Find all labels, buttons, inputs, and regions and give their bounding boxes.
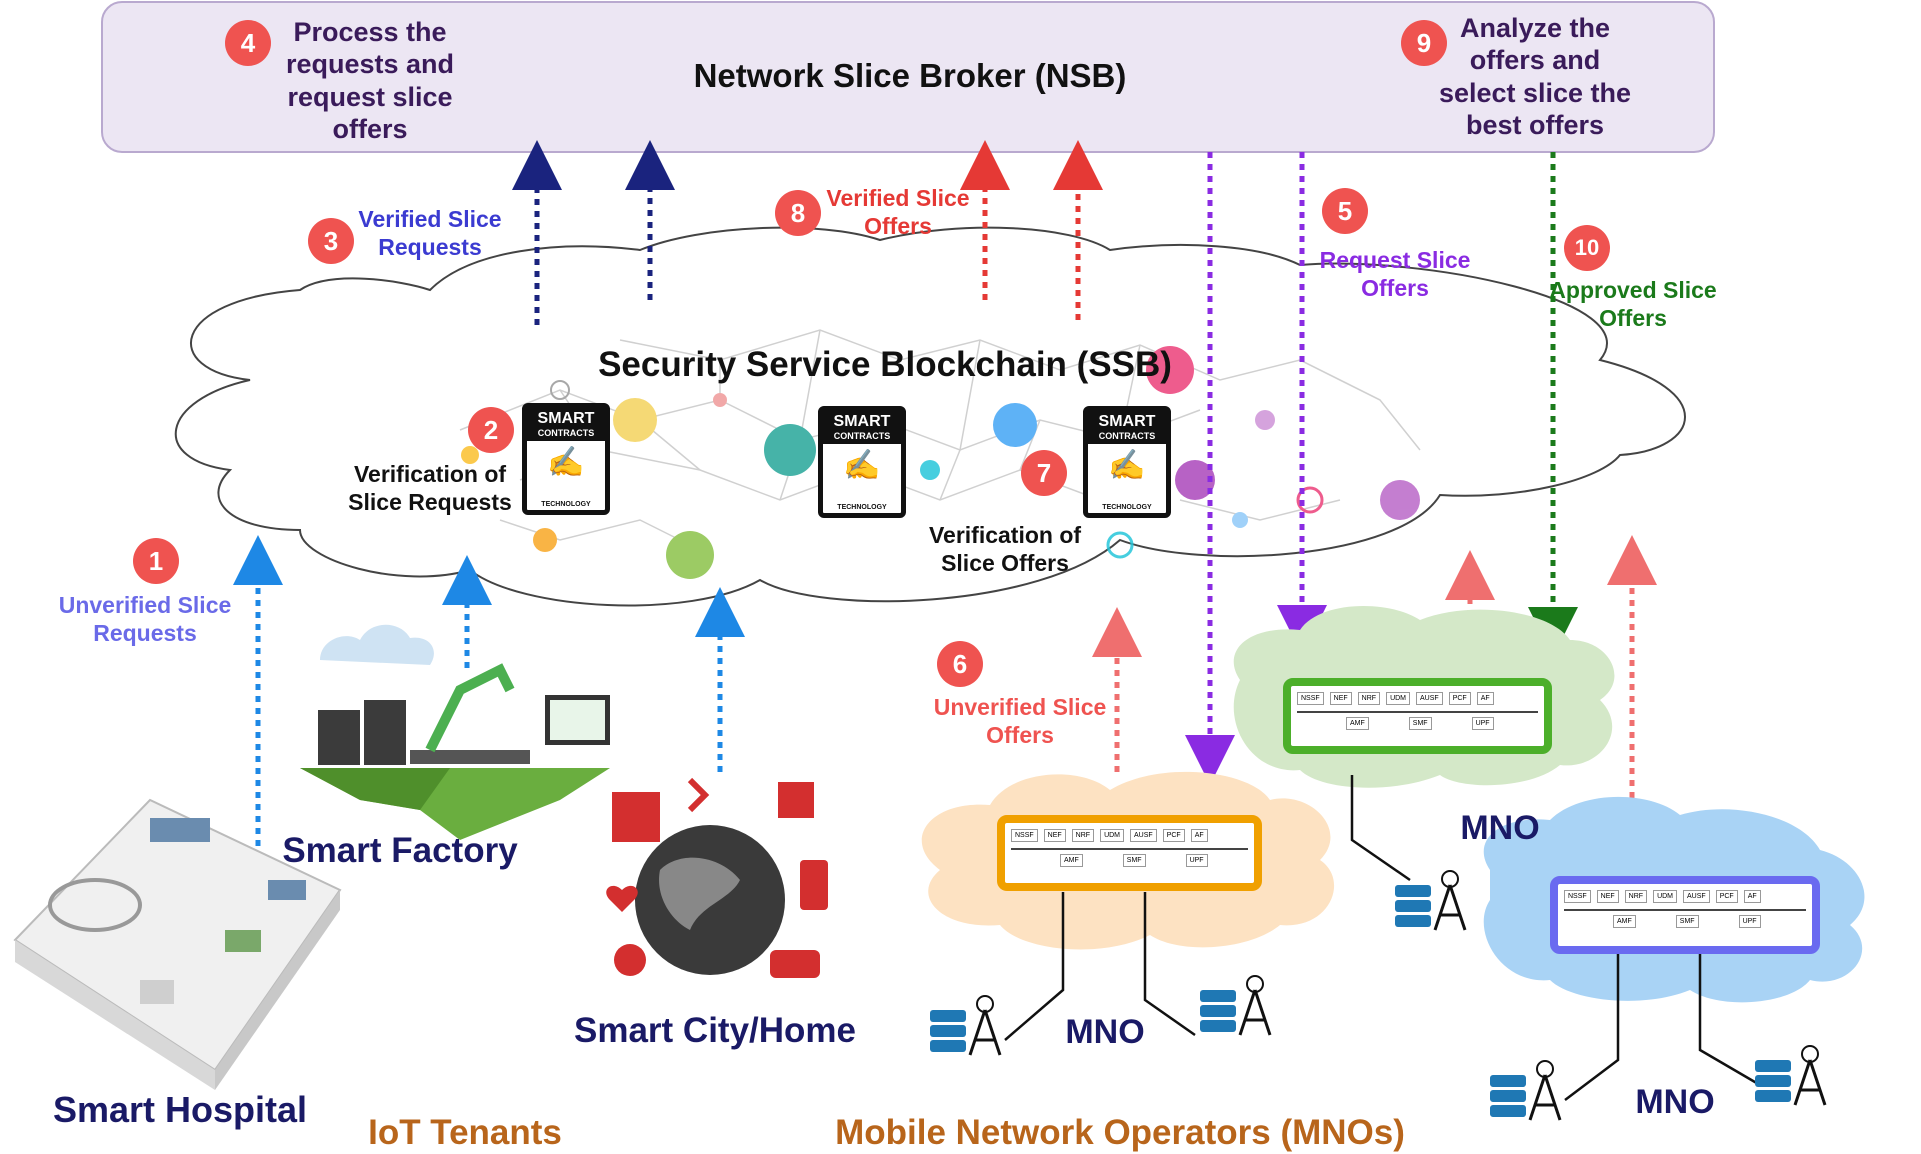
core-upf: UPF [1471,717,1494,730]
nsb-title: Network Slice Broker (NSB) [693,57,1127,94]
core-nf: UDM [1386,692,1411,705]
core-nf: PCF [1162,829,1185,842]
core-nf: AUSF [1683,890,1710,903]
core-upf: UPF [1738,915,1761,928]
smart-factory-illustration [300,624,610,840]
step-badge-6: 6 [937,641,983,687]
core-nf: NSSF [1297,692,1324,705]
verified-requests-label: Verified Slice Requests [358,206,502,260]
core-smf: SMF [1408,717,1432,730]
request-offers-label: Request Slice Offers [1319,247,1471,301]
core-smf: SMF [1675,915,1699,928]
core-amf: AMF [1346,717,1369,730]
tower-server-icons [930,870,1827,1121]
mno-label-blue: MNO [1635,1083,1715,1121]
core-nf: UDM [1653,890,1678,903]
mno-label-orange: MNO [1065,1013,1145,1051]
core-upf: UPF [1185,854,1208,867]
core-nf: NSSF [1011,829,1038,842]
smart-hospital-illustration [13,798,342,1090]
mno-orange-link-right [1143,892,1196,1037]
verify-requests-label: Verification of Slice Requests [348,461,512,515]
signature-icon: ✍ [1108,449,1146,482]
tenant-factory-label: Smart Factory [282,831,518,870]
signature-icon: ✍ [843,449,881,482]
iot-tenants-label: IoT Tenants [368,1113,562,1152]
blockchain-network-graphic [459,329,1421,579]
core-nf: AUSF [1130,829,1157,842]
step4-text: Process the requests and request slice o… [285,17,455,145]
unverified-requests-label: Unverified Slice Requests [58,592,232,646]
step-badge-9: 9 [1401,20,1447,66]
mnos-group-label: Mobile Network Operators (MNOs) [835,1113,1405,1152]
core-nf: NEF [1329,692,1352,705]
unverified-offers-label: Unverified Slice Offers [933,694,1107,748]
approved-offers-label: Approved Slice Offers [1549,277,1717,331]
core-nf: PCF [1715,890,1738,903]
nsb-box [101,1,1715,153]
step-badge-7: 7 [1021,450,1067,496]
smart-contract-icon: SMART CONTRACTS ✍ TECHNOLOGY [522,403,610,515]
verified-offers-label: Verified Slice Offers [826,185,970,239]
core-nf: AUSF [1416,692,1443,705]
mno-orange-link-left [1004,892,1065,1041]
mno-core-orange: NSSF NEF NRF UDM AUSF PCF AF AMF SMF UPF [997,815,1262,891]
step-badge-3: 3 [308,218,354,264]
smart-contract-icon: SMART CONTRACTS ✍ TECHNOLOGY [818,406,906,518]
verify-offers-label: Verification of Slice Offers [928,522,1082,576]
core-nf: AF [1190,829,1208,842]
smart-city-illustration [606,777,828,978]
step-badge-4: 4 [225,20,271,66]
core-nf: NEF [1043,829,1066,842]
core-nf: NRF [1624,890,1648,903]
mno-green-link [1350,775,1411,882]
step-badge-2: 2 [468,407,514,453]
core-nf: NRF [1071,829,1095,842]
core-nf: UDM [1100,829,1125,842]
tenant-hospital-label: Smart Hospital [52,1089,308,1130]
core-amf: AMF [1060,854,1083,867]
step-badge-8: 8 [775,190,821,236]
step-badge-5: 5 [1322,188,1368,234]
smart-contract-icon: SMART CONTRACTS ✍ TECHNOLOGY [1083,406,1171,518]
core-nf: AF [1476,692,1494,705]
mno-core-green: NSSF NEF NRF UDM AUSF PCF AF AMF SMF UPF [1283,678,1552,754]
step-badge-10: 10 [1564,225,1610,271]
tenant-city-label: Smart City/Home [573,1011,857,1050]
mno-blue-link-left [1564,953,1620,1101]
core-nf: NSSF [1564,890,1591,903]
core-nf: NRF [1357,692,1381,705]
mno-label-green: MNO [1460,809,1540,847]
core-nf: NEF [1596,890,1619,903]
core-amf: AMF [1613,915,1636,928]
step-badge-1: 1 [133,538,179,584]
core-nf: AF [1743,890,1761,903]
mno-core-blue: NSSF NEF NRF UDM AUSF PCF AF AMF SMF UPF [1550,876,1820,954]
core-nf: PCF [1448,692,1471,705]
signature-icon: ✍ [547,446,585,479]
ssb-title: Security Service Blockchain (SSB) [598,345,1172,384]
mno-blue-link-right [1698,953,1761,1087]
core-smf: SMF [1122,854,1146,867]
step9-text: Analyze the offers and select slice the … [1438,13,1632,141]
